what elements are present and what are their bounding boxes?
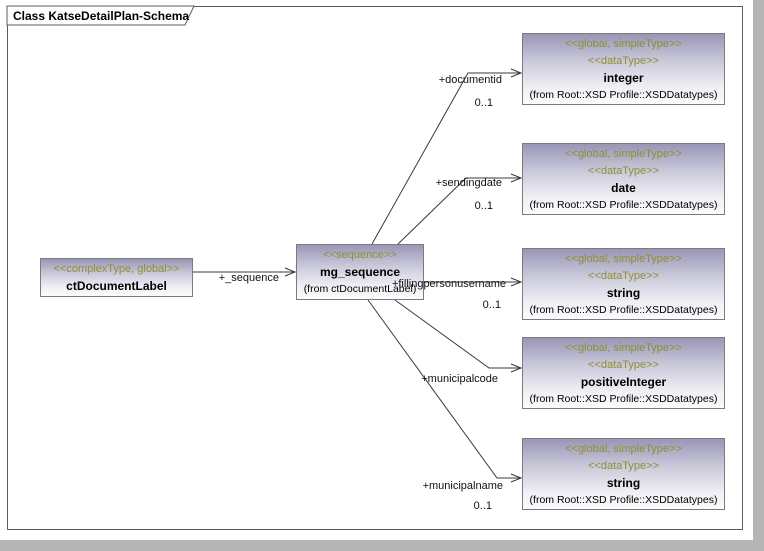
stereotype-label: <<dataType>>	[588, 270, 659, 282]
edge-label-documentid: +documentid	[438, 74, 502, 86]
stereotype-label: <<complexType, global>>	[53, 263, 180, 275]
node-mg-sequence[interactable]: <<sequence>> mg_sequence (from ctDocumen…	[296, 244, 424, 300]
node-datatype-string-1[interactable]: <<global, simpleType>> <<dataType>> stri…	[522, 248, 725, 320]
frame-title: Class KatseDetailPlan-Schema	[13, 9, 190, 23]
node-from: (from Root::XSD Profile::XSDDatatypes)	[529, 199, 718, 211]
edge-sendingdate[interactable]	[397, 173, 523, 245]
node-name: integer	[603, 71, 644, 85]
edge-documentid[interactable]	[371, 68, 523, 245]
node-name: positiveInteger	[580, 375, 667, 389]
stereotype-label: <<global, simpleType>>	[565, 443, 682, 455]
stereotype-label: <<global, simpleType>>	[565, 38, 682, 50]
node-from: (from Root::XSD Profile::XSDDatatypes)	[529, 393, 718, 405]
node-from: (from Root::XSD Profile::XSDDatatypes)	[529, 89, 718, 101]
stereotype-label: <<dataType>>	[588, 55, 659, 67]
stereotype-label: <<dataType>>	[588, 165, 659, 177]
stereotype-label: <<global, simpleType>>	[565, 148, 682, 160]
node-name: date	[611, 181, 636, 195]
edge-label-sequence: +_sequence	[218, 272, 279, 284]
edge-label-fillingpersonusername: +fillingpersonusername	[391, 278, 506, 290]
edge-municipalname[interactable]	[367, 299, 523, 483]
node-name: mg_sequence	[319, 265, 401, 279]
node-from: (from Root::XSD Profile::XSDDatatypes)	[529, 304, 718, 316]
edge-multiplicity-sendingdate: 0..1	[474, 200, 493, 212]
node-name: string	[606, 286, 641, 300]
edge-municipalcode[interactable]	[394, 299, 523, 373]
node-ctdocumentlabel[interactable]: <<complexType, global>> ctDocumentLabel	[40, 258, 193, 297]
edge-multiplicity-fillingpersonusername: 0..1	[482, 299, 501, 311]
edge-multiplicity-documentid: 0..1	[474, 97, 493, 109]
uml-frame	[7, 6, 743, 530]
edge-multiplicity-municipalname: 0..1	[473, 500, 492, 512]
node-name: ctDocumentLabel	[66, 279, 167, 293]
node-datatype-date[interactable]: <<global, simpleType>> <<dataType>> date…	[522, 143, 725, 215]
node-datatype-positiveinteger[interactable]: <<global, simpleType>> <<dataType>> posi…	[522, 337, 725, 409]
node-from: (from ctDocumentLabel)	[303, 283, 417, 295]
stereotype-label: <<sequence>>	[323, 249, 397, 261]
edge-label-municipalname: +municipalname	[422, 480, 503, 492]
node-name: string	[606, 476, 641, 490]
stereotype-label: <<global, simpleType>>	[565, 342, 682, 354]
node-datatype-string-2[interactable]: <<global, simpleType>> <<dataType>> stri…	[522, 438, 725, 510]
node-from: (from Root::XSD Profile::XSDDatatypes)	[529, 494, 718, 506]
stereotype-label: <<global, simpleType>>	[565, 253, 682, 265]
frame-tab	[6, 5, 195, 26]
edge-label-sendingdate: +sendingdate	[435, 177, 502, 189]
stereotype-label: <<dataType>>	[588, 460, 659, 472]
stereotype-label: <<dataType>>	[588, 359, 659, 371]
edge-label-municipalcode: +municipalcode	[421, 373, 498, 385]
node-datatype-integer[interactable]: <<global, simpleType>> <<dataType>> inte…	[522, 33, 725, 105]
